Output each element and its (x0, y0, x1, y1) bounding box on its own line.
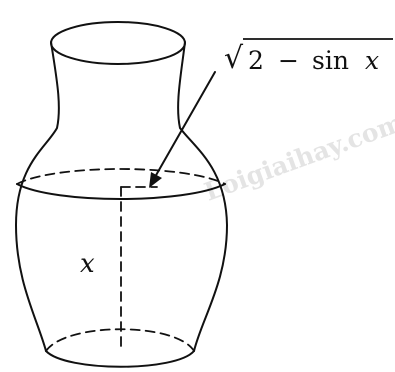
radicand-minus: − (278, 46, 299, 75)
radicand-variable: x (365, 46, 379, 75)
watermark-text: Loigiaihay.com (200, 108, 395, 207)
sqrt-sign: √ (224, 41, 244, 76)
pointer-arrow-line (154, 71, 216, 178)
radicand-function: sin (312, 46, 349, 75)
vase-top-rim (50, 21, 186, 65)
pointer-arrow-head (149, 172, 162, 188)
vase-base-front (45, 350, 195, 368)
water-surface-back (16, 168, 226, 185)
vase-base-back (45, 328, 195, 352)
radius-expression: √ 2 − sin x (224, 38, 393, 76)
vase-left-outline (15, 41, 60, 352)
height-variable-label: x (80, 249, 95, 279)
radicand-number: 2 (248, 46, 264, 75)
vase-right-outline (177, 41, 228, 352)
water-surface-front (16, 183, 226, 200)
